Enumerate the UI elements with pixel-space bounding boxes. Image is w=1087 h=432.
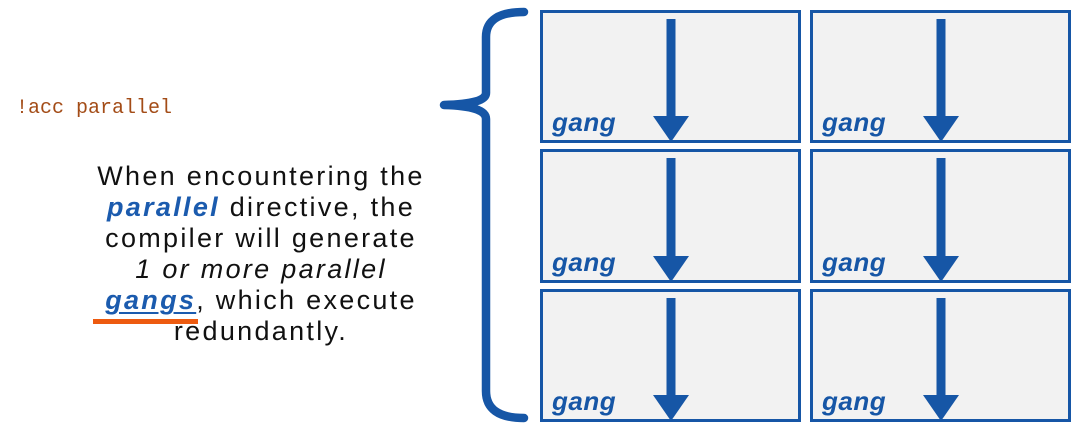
down-arrow-shaft: [666, 158, 675, 258]
text-segment: directive, the: [219, 192, 416, 222]
gang-label: gang: [552, 107, 617, 138]
down-arrow-head: [652, 255, 689, 282]
gang-box: gang: [810, 149, 1071, 283]
gang-label: gang: [552, 385, 617, 416]
description-line: 1 or more parallel: [56, 254, 466, 285]
down-arrow-icon: [652, 297, 689, 421]
description-line: compiler will generate: [56, 223, 466, 254]
down-arrow-head: [652, 116, 689, 143]
down-arrow-head: [922, 394, 959, 421]
parallel-keyword: parallel: [106, 192, 220, 222]
gang-label: gang: [822, 246, 887, 277]
gang-box: gang: [810, 10, 1071, 144]
down-arrow-head: [922, 255, 959, 282]
gang-box: gang: [540, 149, 801, 283]
down-arrow-head: [922, 116, 959, 143]
down-arrow-icon: [922, 297, 959, 421]
text-segment: redundantly.: [173, 316, 349, 346]
description-line: parallel directive, the: [56, 192, 466, 223]
gang-box: gang: [540, 288, 801, 422]
gang-label: gang: [822, 107, 887, 138]
down-arrow-icon: [652, 19, 689, 143]
text-segment: compiler will generate: [105, 223, 417, 253]
down-arrow-shaft: [666, 297, 675, 397]
gang-label: gang: [822, 385, 887, 416]
description-line: gangs, which execute: [56, 285, 466, 324]
down-arrow-shaft: [666, 19, 675, 119]
left-curly-brace: [439, 7, 529, 423]
down-arrow-shaft: [936, 158, 945, 258]
description-line: When encountering the: [56, 161, 466, 192]
text-segment: , which execute: [196, 285, 417, 315]
gangs-keyword: gangs: [93, 285, 199, 324]
down-arrow-icon: [652, 158, 689, 282]
text-segment: When encountering the: [97, 161, 425, 191]
gang-box: gang: [540, 10, 801, 144]
description-line: redundantly.: [56, 316, 466, 347]
down-arrow-icon: [922, 19, 959, 143]
text-segment-italic: 1 or more parallel: [135, 254, 387, 284]
down-arrow-head: [652, 394, 689, 421]
gang-label: gang: [552, 246, 617, 277]
down-arrow-icon: [922, 158, 959, 282]
acc-parallel-directive-code: !acc parallel: [16, 97, 173, 120]
down-arrow-shaft: [936, 19, 945, 119]
gang-grid: gang gang gang gang gang gang: [540, 10, 1071, 422]
down-arrow-shaft: [936, 297, 945, 397]
gang-box: gang: [810, 288, 1071, 422]
